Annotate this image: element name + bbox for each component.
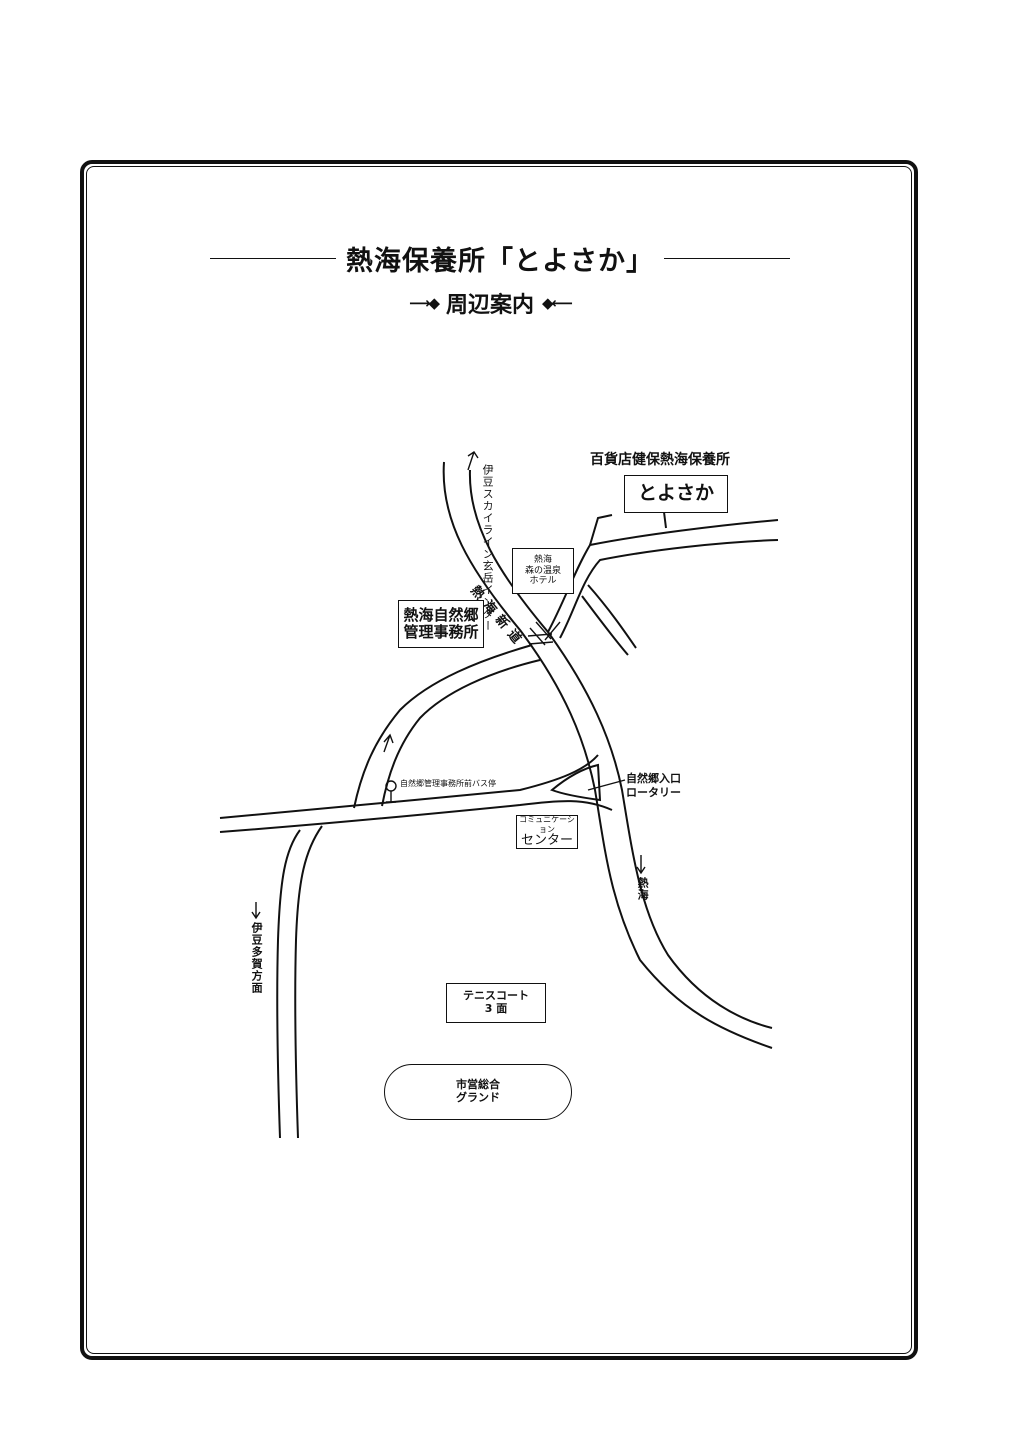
atami-arrow-icon	[636, 855, 646, 875]
facility-name: とよさか	[637, 482, 714, 505]
office-label-line2: 管理事務所	[403, 623, 479, 641]
municipal-ground-box: 市営総合 グランド	[384, 1064, 572, 1120]
facility-caption: 百貨店健保熱海保養所	[590, 452, 730, 468]
skyline-arrow-icon	[467, 451, 479, 471]
east-branch-road-edge	[587, 584, 637, 649]
facility-name-box: とよさか	[624, 475, 728, 513]
izu-taga-road-left	[276, 829, 301, 1139]
ornament-left-icon: ⟶◆	[408, 294, 440, 312]
horizontal-road-upper	[219, 754, 599, 819]
community-center-box: コミュニケーション センター	[516, 815, 578, 849]
facility-road-lower	[559, 539, 779, 639]
west-road-arrow-icon	[383, 733, 394, 753]
facility-driveway-left	[589, 514, 613, 546]
atami-direction-label: 熱海	[636, 877, 650, 901]
main-road-edge-left	[442, 461, 773, 1049]
tennis-court-line2: 3 面	[484, 1002, 508, 1015]
rotary-edge	[550, 763, 602, 802]
west-road-lower	[381, 659, 541, 807]
ornament-right-icon: ◆⟵	[542, 294, 573, 312]
rotary-label-line1: 自然郷入口	[626, 772, 681, 785]
facility-road-upper	[547, 519, 779, 633]
title-rule-right	[664, 257, 790, 259]
ground-line1: 市営総合	[456, 1078, 500, 1092]
hotel-label-line1: 熱海	[533, 555, 552, 566]
izu-taga-direction-label: 伊豆多賀方面	[250, 922, 264, 994]
office-box: 熱海自然郷 管理事務所	[398, 600, 484, 648]
community-center-line2: センター	[520, 832, 573, 848]
inner-frame	[86, 166, 912, 1354]
rotary-pointer	[587, 779, 626, 791]
page-subtitle: 周辺案内	[445, 293, 534, 318]
facility-driveway-right	[663, 511, 667, 529]
bus-stop-label: 自然郷管理事務所前バス停	[400, 779, 496, 788]
title-rule-left	[210, 257, 336, 259]
subtitle-row: ⟶◆ 周辺案内 ◆⟵	[380, 288, 600, 318]
main-road-edge-right	[468, 469, 773, 1029]
title-row: 熱海保養所「とよさか」	[210, 238, 790, 278]
horizontal-road-lower	[219, 800, 613, 833]
hotel-label-line3: ホテル	[529, 576, 557, 587]
tennis-court-box: テニスコート 3 面	[446, 983, 546, 1023]
rotary-label: 自然郷入口 ロータリー	[626, 772, 681, 801]
hotel-label-line2: 森の温泉	[524, 565, 561, 576]
ground-line2: グランド	[456, 1091, 500, 1104]
tennis-court-line1: テニスコート	[463, 989, 529, 1003]
east-branch-road	[581, 595, 629, 656]
community-center-line1: コミュニケーション	[519, 815, 575, 834]
bus-stop-pole	[386, 791, 396, 803]
west-road-upper	[353, 644, 533, 809]
junction-marks	[527, 621, 561, 646]
rotary-label-line2: ロータリー	[626, 786, 681, 800]
hotel-box: 熱海 森の温泉 ホテル	[512, 548, 574, 594]
page-title: 熱海保養所「とよさか」	[346, 245, 654, 277]
izu-skyline-label: 伊豆スカイライン玄岳インター	[481, 464, 495, 632]
outer-frame	[80, 160, 918, 1360]
izu-taga-road-right	[294, 825, 323, 1139]
izu-taga-arrow-icon	[251, 902, 261, 920]
office-label-line1: 熱海自然郷	[403, 605, 479, 624]
